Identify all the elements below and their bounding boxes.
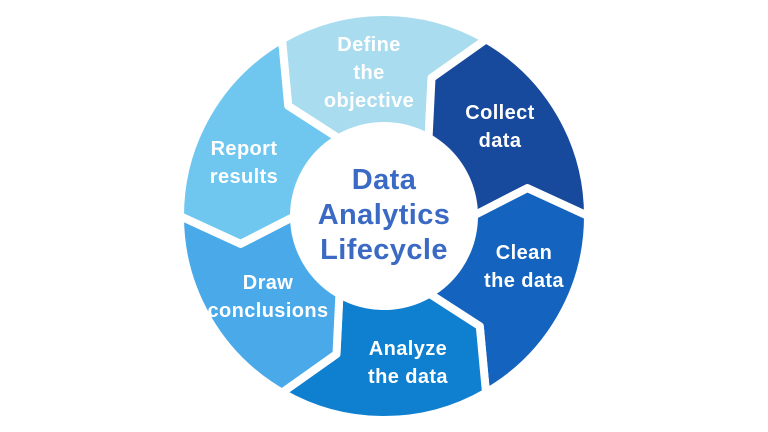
segment-label-line: data (479, 130, 522, 152)
segment-label-line: Report (211, 138, 278, 160)
segment-report-results-label: Report results (210, 138, 278, 188)
segment-label-line: Draw (243, 272, 294, 294)
segment-label-line: the data (484, 270, 564, 292)
segment-label-line: Clean (496, 242, 552, 264)
diagram-title-line: Analytics (318, 199, 451, 231)
segment-define-objective-label: Define the objective (324, 34, 414, 112)
segment-label-line: Define (337, 34, 401, 56)
segment-label-line: objective (324, 90, 414, 112)
center-circle (290, 122, 478, 310)
segment-collect-data: Collect data (424, 35, 592, 220)
segment-analyze-data-label: Analyze the data (368, 338, 448, 388)
segment-label-line: results (210, 166, 278, 188)
segment-collect-data-label: Collect data (465, 102, 534, 152)
segment-label-line: the data (368, 366, 448, 388)
segment-clean-data-label: Clean the data (484, 242, 564, 292)
diagram-title-line: Lifecycle (320, 234, 448, 266)
segment-label-line: the (353, 62, 384, 84)
diagram-title-line: Data (352, 164, 417, 196)
segment-draw-conclusions-label: Draw conclusions (207, 272, 328, 322)
segment-label-line: conclusions (207, 300, 328, 322)
segment-label-line: Collect (465, 102, 534, 124)
segment-label-line: Analyze (369, 338, 447, 360)
